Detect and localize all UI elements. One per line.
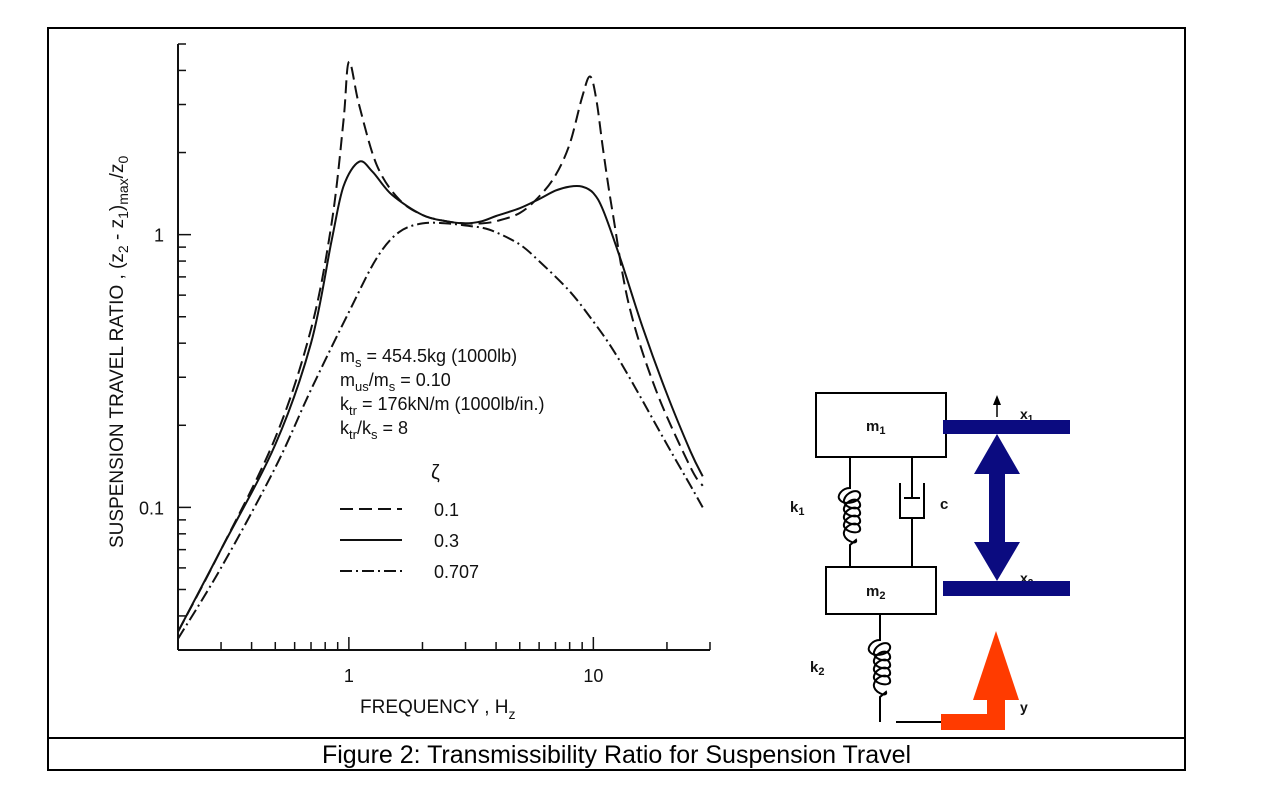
y-axis-label-sub1: 2 xyxy=(115,245,131,253)
series-line-1 xyxy=(177,160,704,633)
legend-label-2: 0.707 xyxy=(434,562,479,582)
figure-caption: Figure 2: Transmissibility Ratio for Sus… xyxy=(321,741,912,769)
y-axis-label: SUSPENSION TRAVEL RATIO , (z2 - z1)max/z… xyxy=(107,156,131,548)
legend: ζ 0.1 0.3 0.707 xyxy=(340,462,479,582)
x2-bar xyxy=(943,581,1070,596)
parameter-annotations: ms = 454.5kg (1000lb) mus/ms = 0.10 ktr … xyxy=(340,346,545,442)
mass1-block xyxy=(815,392,947,458)
x1-bar xyxy=(943,420,1070,434)
legend-label-1: 0.3 xyxy=(434,531,459,551)
quarter-car-diagram: m1 m2 k1 c k2 x1 x2 y xyxy=(790,392,1070,730)
x-axis-label-main: FREQUENCY , H xyxy=(360,697,509,718)
mass1-label: m1 xyxy=(866,418,885,437)
y-axis-label-sub4: 0 xyxy=(115,156,131,164)
road-input-arrow xyxy=(941,631,1019,730)
y-axis-label-sub3: max xyxy=(115,178,131,204)
spring-k2-label: k2 xyxy=(810,659,824,678)
input-label: y xyxy=(1020,699,1028,715)
x-tick-label-1: 10 xyxy=(583,666,603,686)
param-mus-ms: mus/ms = 0.10 xyxy=(340,370,451,394)
y-tick-label-1: 1 xyxy=(154,226,164,246)
x-tick-label-0: 1 xyxy=(344,666,354,686)
y-axis-label-main: SUSPENSION TRAVEL RATIO , (z xyxy=(107,253,128,548)
y-axis-label-sub2: 1 xyxy=(115,211,131,219)
legend-label-0: 0.1 xyxy=(434,500,459,520)
chart-series xyxy=(177,60,704,640)
chart-axes: 1 10 0.1 1 xyxy=(139,43,711,686)
mass2-label: m2 xyxy=(866,583,885,602)
travel-double-arrow xyxy=(974,434,1020,581)
legend-title: ζ xyxy=(431,462,440,484)
param-ms: ms = 454.5kg (1000lb) xyxy=(340,346,517,370)
param-ktr-ks: ktr/ks = 8 xyxy=(340,418,408,442)
caption-divider xyxy=(47,737,1186,739)
series-line-0 xyxy=(177,60,704,633)
input-arrow-shape xyxy=(941,631,1019,730)
x1-arrow-head xyxy=(993,395,1001,405)
y-axis-label-close: ) xyxy=(107,205,128,211)
mass2-block xyxy=(825,566,937,615)
figure-frame xyxy=(47,27,1186,771)
spring-k2 xyxy=(867,615,892,722)
x-axis-label: FREQUENCY , Hz xyxy=(360,697,516,722)
param-ktr: ktr = 176kN/m (1000lb/in.) xyxy=(340,394,545,418)
y-tick-label-0: 0.1 xyxy=(139,498,164,518)
spring-k1-label: k1 xyxy=(790,499,804,518)
x-axis-label-sub: z xyxy=(509,706,516,722)
spring-k1 xyxy=(837,458,862,567)
x1-label: x1 xyxy=(1020,406,1034,425)
damper-label: c xyxy=(940,496,948,513)
y-axis-label-slash: /z xyxy=(107,164,128,179)
suspension-travel-arrow xyxy=(943,420,1070,596)
series-line-2 xyxy=(177,221,704,640)
y-axis-label-mid: - z xyxy=(107,219,128,245)
